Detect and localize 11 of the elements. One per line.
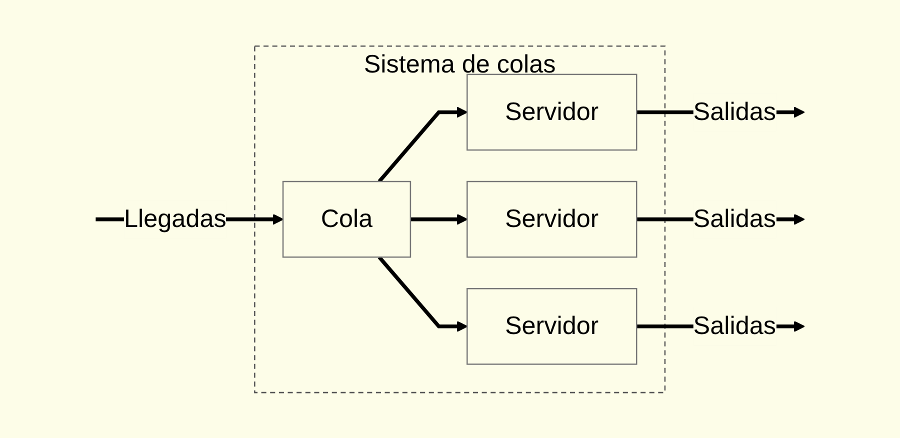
arrow: [378, 106, 468, 182]
edge-label: Llegadas: [124, 205, 226, 233]
node-box: Servidor: [466, 288, 638, 365]
edge-label: Salidas: [693, 312, 776, 340]
node-box: Servidor: [466, 180, 638, 258]
node-box: Servidor: [466, 73, 638, 150]
arrow: [410, 213, 468, 225]
arrow: [378, 256, 468, 332]
node-box: Cola: [282, 180, 412, 258]
edge-label: Salidas: [693, 98, 776, 126]
edge-label: Salidas: [693, 205, 776, 233]
